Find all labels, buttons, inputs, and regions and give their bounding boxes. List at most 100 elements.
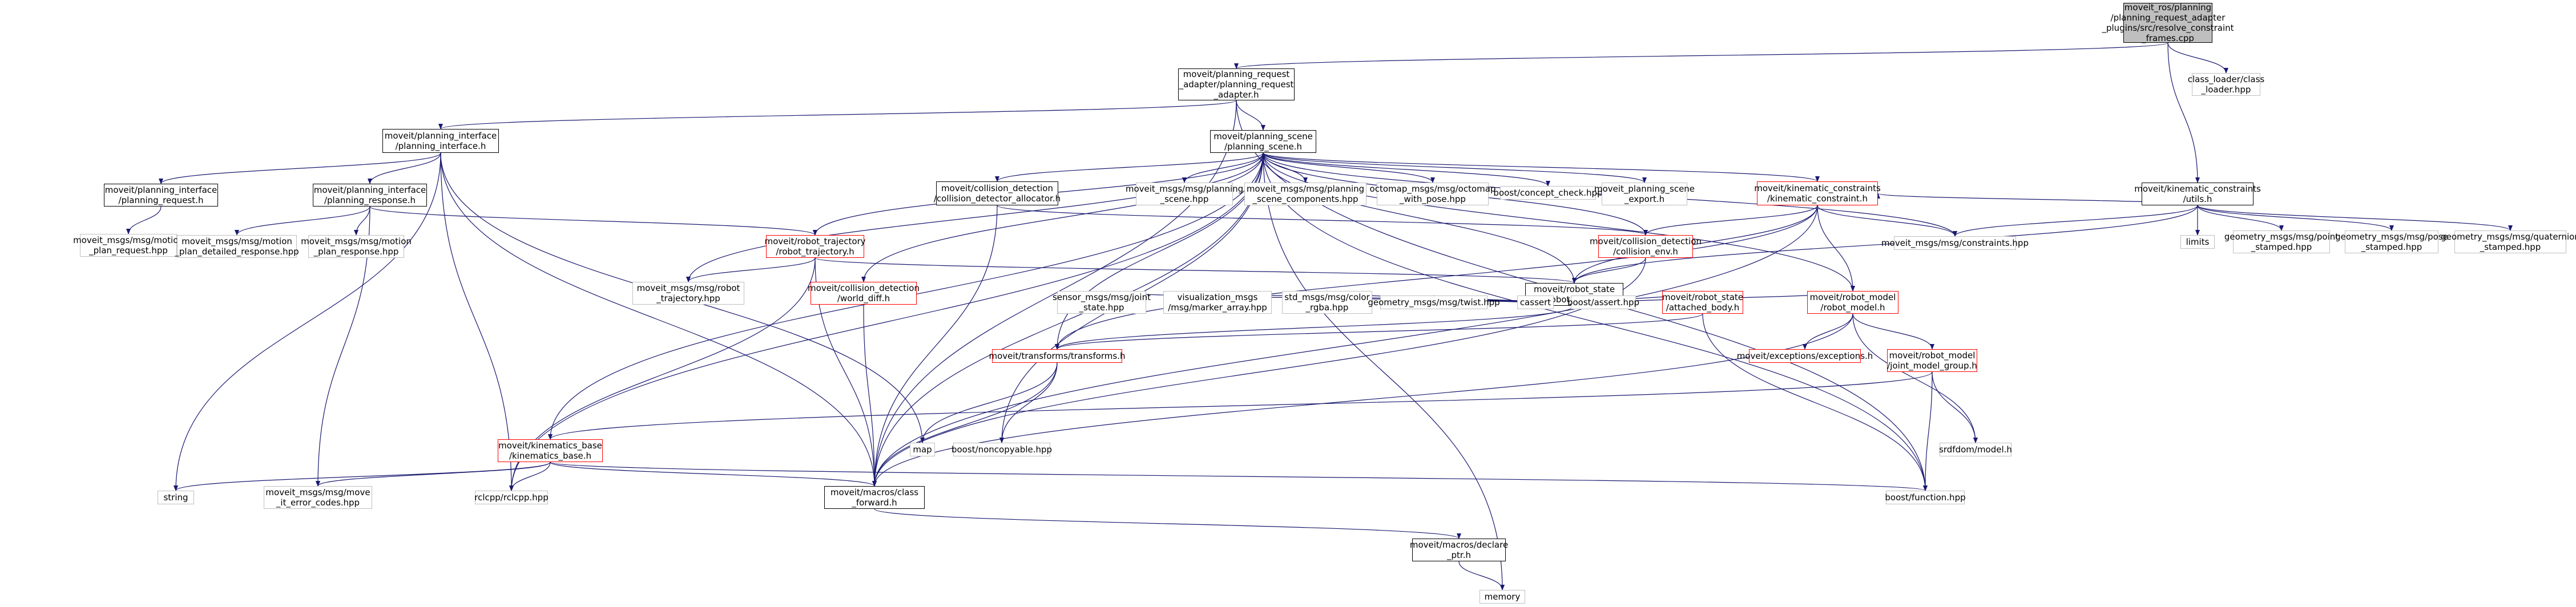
node-tf[interactable]: moveit/transforms/transforms.h: [989, 349, 1126, 363]
node-rtmsg[interactable]: moveit_msgs/msg/robot _trajectory.hpp: [632, 282, 744, 305]
node-bfunc[interactable]: boost/function.hpp: [1885, 491, 1966, 504]
edge-ps-to-psexport: [1263, 152, 1647, 183]
node-psmsg[interactable]: moveit_msgs/msg/planning _scene.hpp: [1125, 183, 1244, 205]
node-urdf[interactable]: srdfdom/model.h: [1939, 443, 2012, 456]
edge-kcutils-to-constraints: [1953, 205, 2198, 237]
node-bassert[interactable]: boost/assert.hpp: [1567, 296, 1639, 309]
edge-ps-to-rclcpp: [509, 152, 1264, 491]
node-noncopy[interactable]: boost/noncopyable.hpp: [952, 443, 1052, 456]
node-errcodes[interactable]: moveit_msgs/msg/move _it_error_codes.hpp: [264, 486, 372, 509]
node-kcutils[interactable]: moveit/kinematic_constraints /utils.h: [2134, 183, 2261, 205]
node-mprequest[interactable]: moveit_msgs/msg/motion _plan_request.hpp: [73, 234, 184, 257]
node-mpdetailed[interactable]: moveit_msgs/msg/motion _plan_detailed_re…: [175, 235, 299, 258]
edge-pi-to-preq: [159, 152, 441, 184]
node-kc[interactable]: moveit/kinematic_constraints /kinematic_…: [1754, 181, 1881, 205]
edge-cf-to-dp: [874, 508, 1461, 539]
edge-jmg-to-urdf: [1932, 371, 1978, 443]
edge-presp-to-mpresponse: [354, 206, 370, 236]
edge-ps-to-rtmsg: [686, 152, 1264, 282]
node-cf[interactable]: moveit/macros/class _forward.h: [824, 486, 925, 509]
node-rt[interactable]: moveit/robot_trajectory /robot_trajector…: [764, 235, 866, 258]
node-psexport[interactable]: moveit_planning_scene _export.h: [1594, 183, 1695, 205]
edge-ps-to-bfunc: [1263, 152, 1928, 491]
edge-kc-to-ce: [1643, 205, 1818, 236]
node-octomap[interactable]: octomap_msgs/msg/octomap _with_pose.hpp: [1369, 183, 1496, 205]
node-jmg[interactable]: moveit/robot_model /joint_model_group.h: [1887, 349, 1977, 372]
node-marker[interactable]: visualization_msgs /msg/marker_array.hpp: [1163, 291, 1272, 314]
edge-dp-to-memory: [1458, 561, 1505, 590]
edge-ps-to-octomap: [1263, 152, 1435, 183]
node-root[interactable]: moveit_ros/planning /planning_request_ad…: [2102, 2, 2234, 43]
edge-preq-to-mprequest: [126, 206, 162, 234]
node-twist[interactable]: geometry_msgs/msg/twist.hpp: [1368, 296, 1500, 309]
edge-tf-to-noncopy: [999, 362, 1058, 443]
edge-ab-to-bfunc: [1702, 313, 1928, 491]
edge-presp-to-mpdetailed: [235, 206, 370, 236]
node-pointstamped[interactable]: geometry_msgs/msg/point _stamped.hpp: [2224, 230, 2339, 253]
edge-pra-to-pi: [438, 100, 1237, 130]
edge-kcutils-to-posestamped: [2197, 205, 2394, 231]
node-constraints[interactable]: moveit_msgs/msg/constraints.hpp: [1881, 236, 2029, 250]
node-cda[interactable]: moveit/collision_detection /collision_de…: [934, 181, 1061, 205]
edge-ce-to-rs: [1572, 257, 1646, 284]
node-map[interactable]: map: [910, 443, 935, 456]
node-cassert[interactable]: cassert: [1517, 296, 1554, 309]
edge-ps-to-concept: [1263, 152, 1550, 187]
edge-root-to-pra: [1234, 42, 2168, 69]
node-rm[interactable]: moveit/robot_model /robot_model.h: [1807, 291, 1898, 314]
node-memory[interactable]: memory: [1480, 590, 1525, 604]
edge-ps-to-kc: [1263, 152, 1820, 182]
node-exc[interactable]: moveit/exceptions/exceptions.h: [1737, 349, 1873, 363]
edge-kc-to-rm: [1817, 205, 1855, 292]
node-pi[interactable]: moveit/planning_interface /planning_inte…: [382, 129, 499, 153]
node-wd[interactable]: moveit/collision_detection /world_diff.h: [808, 282, 920, 305]
node-limits[interactable]: limits: [2180, 235, 2215, 249]
node-color[interactable]: std_msgs/msg/color _rgba.hpp: [1282, 291, 1372, 314]
node-kb[interactable]: moveit/kinematics_base /kinematics_base.…: [498, 439, 603, 462]
node-ab[interactable]: moveit/robot_state /attached_body.h: [1662, 291, 1744, 314]
edge-rm-to-cf: [872, 313, 1853, 487]
node-ps[interactable]: moveit/planning_scene /planning_scene.h: [1210, 130, 1316, 153]
edge-kcutils-to-pointstamped: [2197, 205, 2284, 231]
node-joint[interactable]: sensor_msgs/msg/joint _state.hpp: [1053, 291, 1151, 314]
edge-pra-to-cf: [872, 100, 1237, 487]
edge-rs-to-tf: [1055, 305, 1575, 350]
edge-ps-to-cda: [995, 152, 1264, 182]
edge-ps-to-cf: [872, 152, 1264, 487]
edge-ps-to-rm: [1263, 152, 1855, 292]
edge-presp-to-rt: [369, 206, 817, 236]
edge-tf-to-map: [920, 362, 1058, 443]
node-presp[interactable]: moveit/planning_interface /planning_resp…: [313, 184, 427, 207]
node-classloader[interactable]: class_loader/class _loader.hpp: [2187, 73, 2265, 96]
edge-kc-to-rs: [1572, 205, 1818, 284]
node-ce[interactable]: moveit/collision_detection /collision_en…: [1590, 235, 1702, 258]
edge-rt-to-rs: [815, 257, 1577, 284]
edge-kc-to-cf: [872, 205, 1818, 487]
edge-cda-to-ce: [997, 205, 1648, 236]
edge-kc-to-tf: [1055, 205, 1818, 350]
node-pscomp[interactable]: moveit_msgs/msg/planning _scene_componen…: [1244, 183, 1366, 205]
edge-kb-to-errcodes: [316, 462, 551, 487]
edge-root-to-kcutils: [2167, 42, 2200, 183]
node-rclcpp[interactable]: rclcpp/rclcpp.hpp: [474, 491, 549, 504]
node-posestamped[interactable]: geometry_msgs/msg/pose _stamped.hpp: [2335, 230, 2448, 253]
edge-jmg-to-bfunc: [1923, 371, 1933, 491]
edge-kb-to-rclcpp: [509, 462, 551, 491]
node-pra[interactable]: moveit/planning_request _adapter/plannin…: [1178, 68, 1295, 100]
edge-ps-to-memory: [1263, 152, 1505, 590]
edge-kb-to-cf: [550, 462, 877, 487]
edge-ab-to-tf: [1055, 313, 1703, 350]
node-string[interactable]: string: [158, 491, 194, 504]
node-preq[interactable]: moveit/planning_interface /planning_requ…: [104, 184, 218, 207]
edge-pi-to-presp: [368, 152, 441, 184]
node-mpresponse[interactable]: moveit_msgs/msg/motion _plan_response.hp…: [301, 235, 412, 258]
edge-jmg-to-kb: [548, 371, 1933, 440]
edge-rm-to-jmg: [1852, 313, 1934, 350]
edge-root-to-classloader: [2167, 42, 2228, 74]
node-concept[interactable]: boost/concept_check.hpp: [1493, 186, 1603, 200]
node-quatstamped[interactable]: geometry_msgs/msg/quaternion _stamped.hp…: [2441, 230, 2576, 253]
edge-wd-to-cf: [863, 304, 877, 487]
node-dp[interactable]: moveit/macros/declare _ptr.h: [1409, 539, 1509, 561]
edge-rm-to-exc: [1803, 313, 1853, 350]
